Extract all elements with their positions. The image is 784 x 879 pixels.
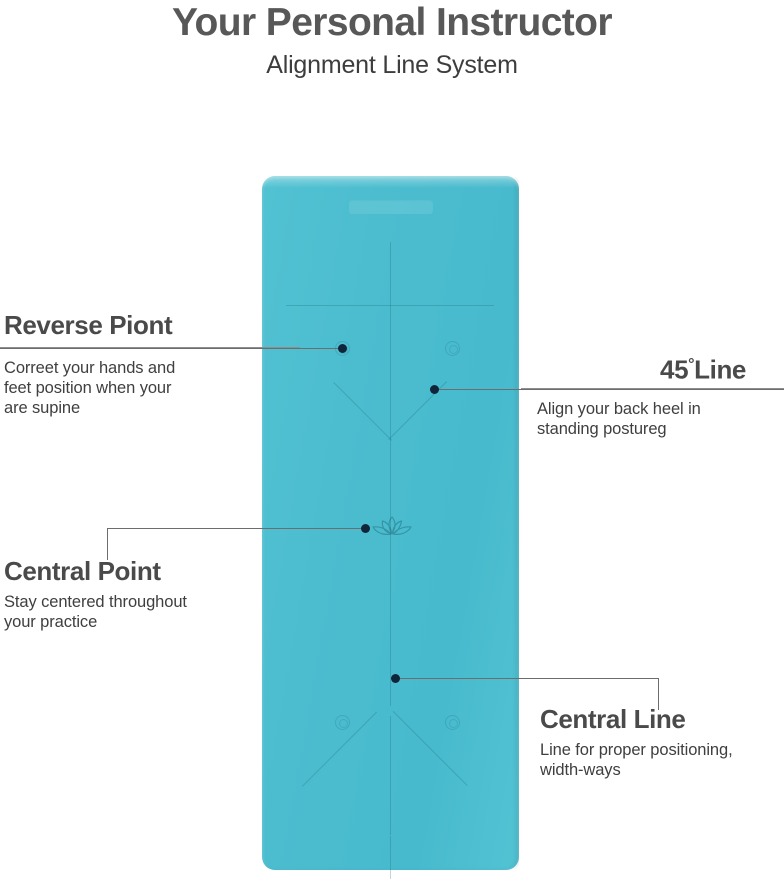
mat-top-highlight: [262, 176, 519, 188]
callout-central-point-dot: [361, 524, 370, 533]
callout-45-line-dot: [430, 385, 439, 394]
brand-logo-embossed: [348, 200, 433, 213]
foot-marker-lower-left: [335, 715, 350, 730]
center-line-vertical-bottom: [390, 836, 391, 879]
center-line-vertical-lower: [390, 716, 391, 835]
callout-central-point-leader-horizontal: [107, 528, 365, 529]
foot-marker-lower-right: [445, 715, 460, 730]
callout-central-line-leader-horizontal: [395, 678, 658, 679]
callout-45-line-leader: [434, 389, 784, 390]
callout-45-line-number: 45: [660, 354, 689, 385]
callout-central-line-description: Line for proper positioning, width-ways: [540, 741, 733, 779]
reverse-point-marker-right: [445, 341, 460, 356]
page-subtitle: Alignment Line System: [266, 51, 518, 79]
callout-reverse-point-rule: [0, 347, 300, 348]
callout-central-line-title: Central Line: [540, 704, 686, 734]
callout-central-point-description: Stay centered throughout your practice: [4, 593, 187, 631]
page-title: Your Personal Instructor: [172, 1, 613, 44]
callout-reverse-point-description: Correet your hands and feet position whe…: [4, 359, 176, 417]
callout-45-line-word: Line: [694, 354, 746, 385]
callout-central-point-title: Central Point: [4, 556, 161, 586]
diagonal-45-upper-left: [333, 382, 392, 441]
mat-right-shadow: [512, 176, 519, 870]
callout-reverse-point-title: Reverse Piont: [4, 310, 173, 340]
callout-45-line-rule: [521, 388, 784, 389]
callout-45-line-description: Align your back heel in standing posture…: [537, 400, 701, 438]
callout-central-line-leader-vertical: [658, 678, 659, 710]
lotus-emblem: [372, 516, 412, 535]
cross-line-horizontal-upper: [286, 305, 494, 306]
callout-central-line-dot: [391, 674, 400, 683]
header: Your Personal Instructor Alignment Line …: [0, 0, 784, 80]
degree-symbol-icon: °: [688, 356, 695, 373]
yoga-mat: [262, 176, 519, 879]
center-line-vertical-upper: [390, 242, 391, 706]
callout-reverse-point-dot: [338, 344, 347, 353]
callout-central-point-leader-vertical: [107, 528, 108, 560]
callout-45-line-title: 45°Line: [660, 350, 746, 385]
callout-reverse-point-leader: [0, 348, 342, 349]
